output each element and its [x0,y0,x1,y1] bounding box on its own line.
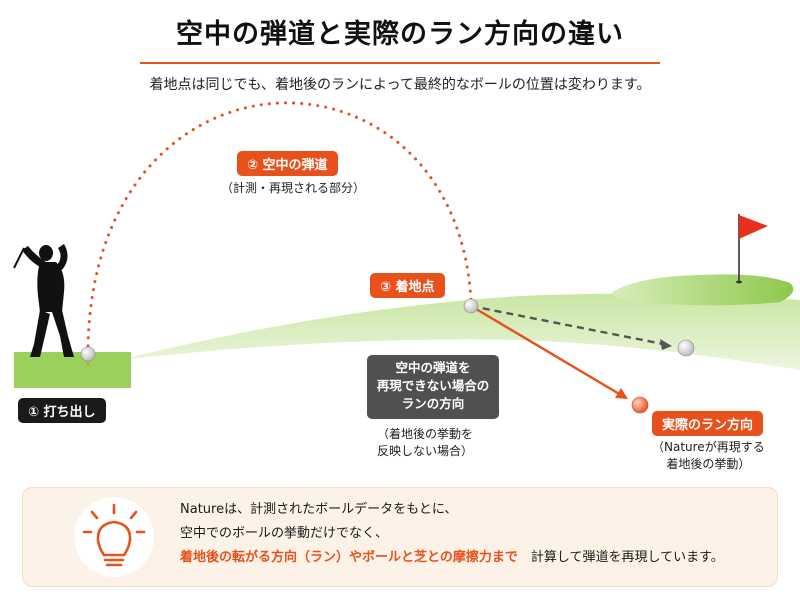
landing-ball [463,298,479,314]
gray-final-ball [677,339,695,357]
tee-box [14,352,131,388]
fairway [120,293,800,370]
air-trajectory-note: （計測・再現される部分） [221,181,366,195]
info-highlight: 着地後の転がる方向（ラン）やボールと芝との摩擦力まで [180,550,518,565]
info-line-3-rest: 計算して弾道を再現しています。 [517,550,724,565]
actual-run-label: 実際のラン方向 [652,411,764,436]
no-reproduction-box: 空中の弾道を 再現できない場合の ランの方向 [367,355,499,419]
title-underline [140,62,660,64]
info-text: Natureは、計測されたボールデータをもとに、 空中でのボールの挙動だけでなく… [180,498,724,570]
tee-ball [80,346,96,366]
tee-off-label: ① 打ち出し [18,398,106,423]
orange-arrow-head [615,388,628,399]
air-trajectory-label: ② 空中の弾道 [237,151,338,176]
info-line-3: 着地後の転がる方向（ラン）やボールと芝との摩擦力まで 計算して弾道を再現していま… [180,546,724,570]
gray-box-line-1: 空中の弾道を [395,360,471,375]
gray-box-line-2: 再現できない場合の [376,378,490,393]
actual-run-note: （Natureが再現する 着地後の挙動） [652,439,765,473]
run-without-reproduction [470,304,669,347]
lightbulb-icon [82,503,146,567]
page-title: 空中の弾道と実際のラン方向の違い [176,19,624,50]
actual-run-line [470,304,622,397]
landing-point-label: ③ 着地点 [370,273,445,298]
actual-run-note-line-1: （Natureが再現する [652,440,765,454]
gray-box-line-3: ランの方向 [401,396,465,411]
gray-arrow-head [660,339,672,350]
golfer-silhouette-icon [13,244,74,357]
putting-green [612,274,794,306]
air-trajectory-arc [86,101,473,348]
page-subtitle: 着地点は同じでも、着地後のランによって最終的なボールの位置は変わります。 [149,77,651,93]
gray-box-note: （着地後の挙動を 反映しない場合） [377,426,473,460]
gray-note-line-2: 反映しない場合） [377,444,474,458]
actual-final-ball [631,396,649,414]
flag-pin-icon [736,214,768,284]
info-line-1: Natureは、計測されたボールデータをもとに、 [180,502,458,517]
gray-note-line-1: （着地後の挙動を [377,427,474,441]
info-line-2: 空中でのボールの挙動だけでなく、 [180,526,389,541]
actual-run-note-line-2: 着地後の挙動） [666,457,751,471]
